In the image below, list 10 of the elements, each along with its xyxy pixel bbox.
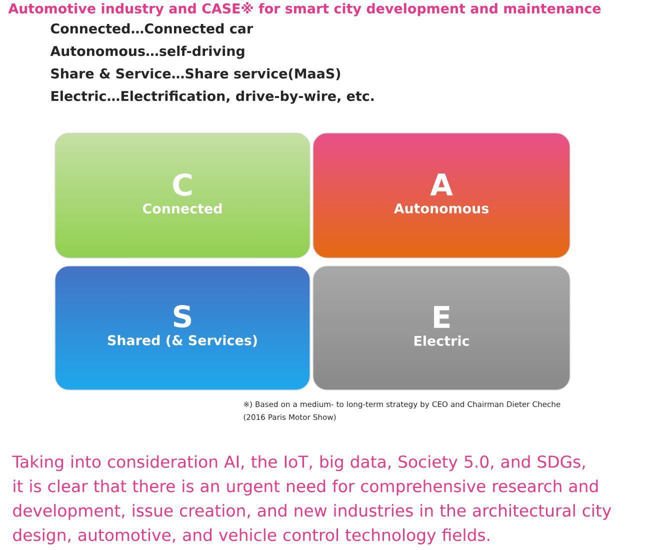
definition-line: Electric…Electrification, drive-by-wire, etc. <box>51 90 374 104</box>
category-box: S Shared (& Services) <box>54 266 310 390</box>
caption: Taking into consideration AI, the IoT, big data, Society 5.0, and SDGs, it is clear that there is an urgent need for comprehensive research and development, issue creation, and new industries in the architectural city design, automotive, and vehicle control technology fields. <box>12 455 612 544</box>
definition-line: Autonomous…self-driving <box>50 46 244 59</box>
category-box: C Connected <box>54 132 310 258</box>
category-box: E Electric <box>312 266 570 390</box>
title: Automotive industry and CASE※ for smart city development and maintenance <box>8 2 601 16</box>
definition-line: Connected…Connected car <box>50 23 254 34</box>
definition-line: Share & Service…Share service(MaaS) <box>51 68 340 80</box>
category-box: A Autonomous <box>312 132 570 258</box>
